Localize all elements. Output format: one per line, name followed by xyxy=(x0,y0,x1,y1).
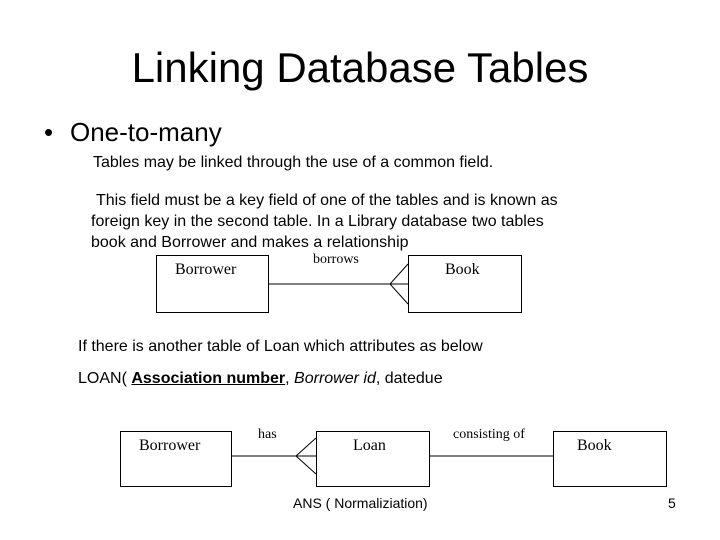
entity-box-book xyxy=(408,255,522,313)
entity-label-borrower: Borrower xyxy=(175,261,237,278)
paragraph-foreign-key: This field must be a key field of one of… xyxy=(91,190,558,253)
entity-box-book-2 xyxy=(553,431,667,487)
loan-rest: , datedue xyxy=(375,370,443,387)
relationship-label-has: has xyxy=(258,427,277,442)
paragraph-line: foreign key in the second table. In a Li… xyxy=(91,213,544,230)
page-number: 5 xyxy=(668,495,676,511)
entity-label-book-2: Book xyxy=(577,437,612,454)
paragraph-loan-table: If there is another table of Loan which … xyxy=(78,338,483,355)
loan-foreign-key: Borrower id xyxy=(294,370,376,387)
paragraph-line: book and Borrower and makes a relationsh… xyxy=(91,234,409,251)
bullet-text: One-to-many xyxy=(70,117,222,147)
entity-box-borrower xyxy=(156,255,269,313)
entity-box-loan xyxy=(316,431,430,487)
entity-box-borrower-2 xyxy=(120,431,232,487)
bullet-dot-icon: • xyxy=(44,117,54,147)
slide-footer: ANS ( Normaliziation) xyxy=(293,495,428,511)
slide-title: Linking Database Tables xyxy=(131,44,589,91)
loan-primary-key: Association number xyxy=(131,370,286,387)
loan-attributes: LOAN( Association number, Borrower id, d… xyxy=(78,368,443,389)
crows-foot-loan xyxy=(295,437,317,475)
entity-label-borrower-2: Borrower xyxy=(139,437,201,454)
loan-prefix: LOAN( xyxy=(78,370,132,387)
relationship-label-consisting-of: consisting of xyxy=(453,427,525,442)
entity-label-loan: Loan xyxy=(353,437,386,454)
crows-foot-book xyxy=(389,263,409,305)
bullet-one-to-many: • One-to-many xyxy=(44,116,222,148)
loan-sep: , xyxy=(285,370,295,387)
paragraph-line: This field must be a key field of one of… xyxy=(96,192,558,209)
entity-label-book: Book xyxy=(445,261,480,278)
paragraph-common-field: Tables may be linked through the use of … xyxy=(93,154,494,171)
relationship-label-borrows: borrows xyxy=(313,252,359,267)
